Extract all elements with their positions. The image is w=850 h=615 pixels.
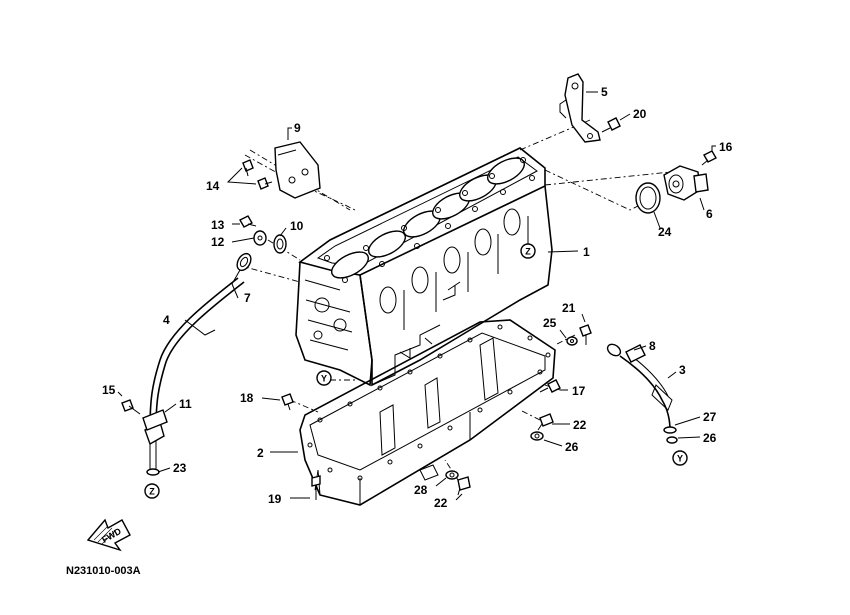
fwd-arrow-icon: FWD	[86, 518, 131, 552]
callout-8: 8	[649, 339, 656, 353]
bolt-15	[121, 399, 141, 415]
ref-mark-y-left-text: Y	[321, 374, 327, 384]
callout-3: 3	[679, 363, 686, 377]
ref-mark-z-lower	[144, 483, 160, 499]
washer-27	[663, 426, 677, 434]
dipstick-7	[231, 252, 252, 285]
callout-5: 5	[601, 85, 608, 99]
bolt-18	[281, 393, 294, 411]
callout-12: 12	[211, 235, 225, 249]
bolt-17	[539, 379, 561, 393]
ref-mark-y-left	[316, 370, 332, 386]
callout-1: 1	[583, 245, 590, 259]
callout-21: 21	[562, 301, 576, 315]
bracket-9	[274, 141, 321, 199]
ref-mark-z-block	[520, 243, 536, 259]
callout-15: 15	[102, 383, 116, 397]
clamp-11	[142, 409, 168, 431]
bolts-14	[242, 159, 273, 190]
washer-26a	[530, 431, 544, 441]
callout-10: 10	[290, 219, 304, 233]
ref-mark-y-right	[672, 450, 688, 466]
callout-14: 14	[206, 179, 220, 193]
plug-22-lower	[457, 476, 471, 496]
callout-22-upper: 22	[573, 418, 587, 432]
callout-24: 24	[658, 225, 672, 239]
callout-2: 2	[257, 446, 264, 460]
washer-25	[566, 336, 578, 346]
callout-13: 13	[211, 218, 225, 232]
callout-27: 27	[703, 410, 717, 424]
callout-17: 17	[572, 384, 586, 398]
diagram-code: N231010-003A	[66, 565, 141, 577]
washer-26b	[666, 436, 678, 444]
cover-10	[273, 234, 287, 254]
washer-28	[445, 470, 459, 480]
callout-9: 9	[294, 121, 301, 135]
callout-25: 25	[543, 316, 557, 330]
dipstick-tube-4	[144, 277, 245, 470]
plug-22-upper	[537, 413, 554, 431]
callout-26-left: 26	[565, 440, 579, 454]
callout-6: 6	[706, 207, 713, 221]
seal-23	[146, 468, 160, 476]
callout-23: 23	[173, 461, 187, 475]
dipstick-3	[606, 343, 673, 431]
engine-bracket	[559, 73, 601, 143]
callout-7: 7	[244, 291, 251, 305]
bolt-19	[311, 475, 321, 500]
ref-mark-z-block-text: Z	[525, 247, 531, 257]
cylinder-block: Z	[295, 147, 553, 387]
bolt-16	[701, 150, 717, 166]
callout-22-lower: 22	[434, 496, 448, 510]
bolt-13	[239, 215, 257, 228]
callout-4: 4	[163, 313, 170, 327]
callout-labels: 1 2 3 4 5 6 7 8 9 10 11 12 13 14 15 16 1…	[102, 85, 733, 510]
callout-28: 28	[414, 483, 428, 497]
callout-26-right: 26	[703, 431, 717, 445]
callout-20: 20	[633, 107, 647, 121]
ref-mark-z-lower-text: Z	[149, 487, 155, 497]
callout-16: 16	[719, 140, 733, 154]
bolt-20	[601, 117, 621, 133]
callout-11: 11	[179, 397, 192, 411]
grommet-8	[625, 344, 646, 363]
bolt-21	[579, 324, 592, 345]
o-ring-24	[635, 182, 661, 214]
callout-19: 19	[268, 492, 282, 506]
callout-18: 18	[240, 391, 254, 405]
leader-lines	[117, 91, 716, 501]
ref-mark-y-right-text: Y	[677, 454, 683, 464]
washer-12	[253, 230, 267, 246]
housing-6	[663, 165, 709, 201]
